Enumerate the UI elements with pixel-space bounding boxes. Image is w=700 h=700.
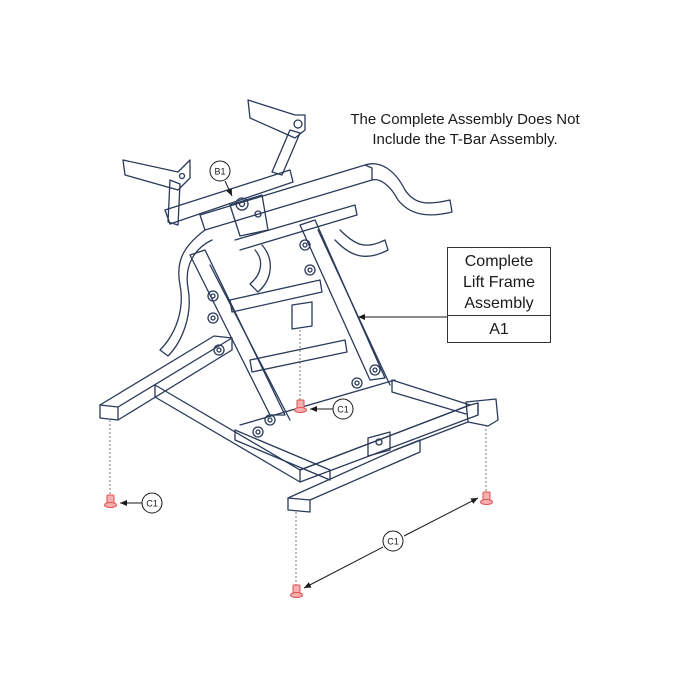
callout-leaders bbox=[120, 180, 479, 589]
callout-c1-left: C1 bbox=[141, 492, 163, 514]
screw-c1-left bbox=[104, 494, 117, 508]
assembly-note-line2: Include the T-Bar Assembly. bbox=[372, 131, 558, 148]
screw-c1-right bbox=[480, 491, 493, 505]
callout-b1-label: B1 bbox=[214, 167, 225, 177]
callout-c1-bottom-label: C1 bbox=[387, 537, 399, 547]
upper-frame bbox=[159, 163, 453, 357]
callout-c1-center-label: C1 bbox=[337, 405, 349, 415]
part-name-line1: Complete bbox=[464, 253, 534, 270]
callout-b1: B1 bbox=[209, 160, 231, 182]
part-name: Complete Lift Frame Assembly bbox=[448, 248, 550, 316]
screw-c1-center bbox=[294, 399, 307, 413]
lift-frame-drawing bbox=[99, 99, 499, 513]
assembly-note: The Complete Assembly Does Not Include t… bbox=[315, 110, 615, 150]
assembly-note-line1: The Complete Assembly Does Not bbox=[350, 111, 580, 128]
part-label-box: Complete Lift Frame Assembly A1 bbox=[447, 247, 551, 343]
part-code: A1 bbox=[489, 321, 509, 338]
base-frame bbox=[99, 335, 499, 513]
callout-c1-bottom: C1 bbox=[382, 530, 404, 552]
dashed-leaders bbox=[109, 330, 487, 585]
screw-c1-bottom bbox=[290, 584, 303, 598]
callout-c1-center: C1 bbox=[332, 398, 354, 420]
t-bar-mechanism bbox=[122, 99, 306, 237]
part-name-line3: Assembly bbox=[464, 295, 534, 312]
scissor-arms bbox=[189, 219, 391, 438]
callout-c1-left-label: C1 bbox=[146, 499, 158, 509]
part-name-line2: Lift Frame bbox=[462, 274, 535, 291]
